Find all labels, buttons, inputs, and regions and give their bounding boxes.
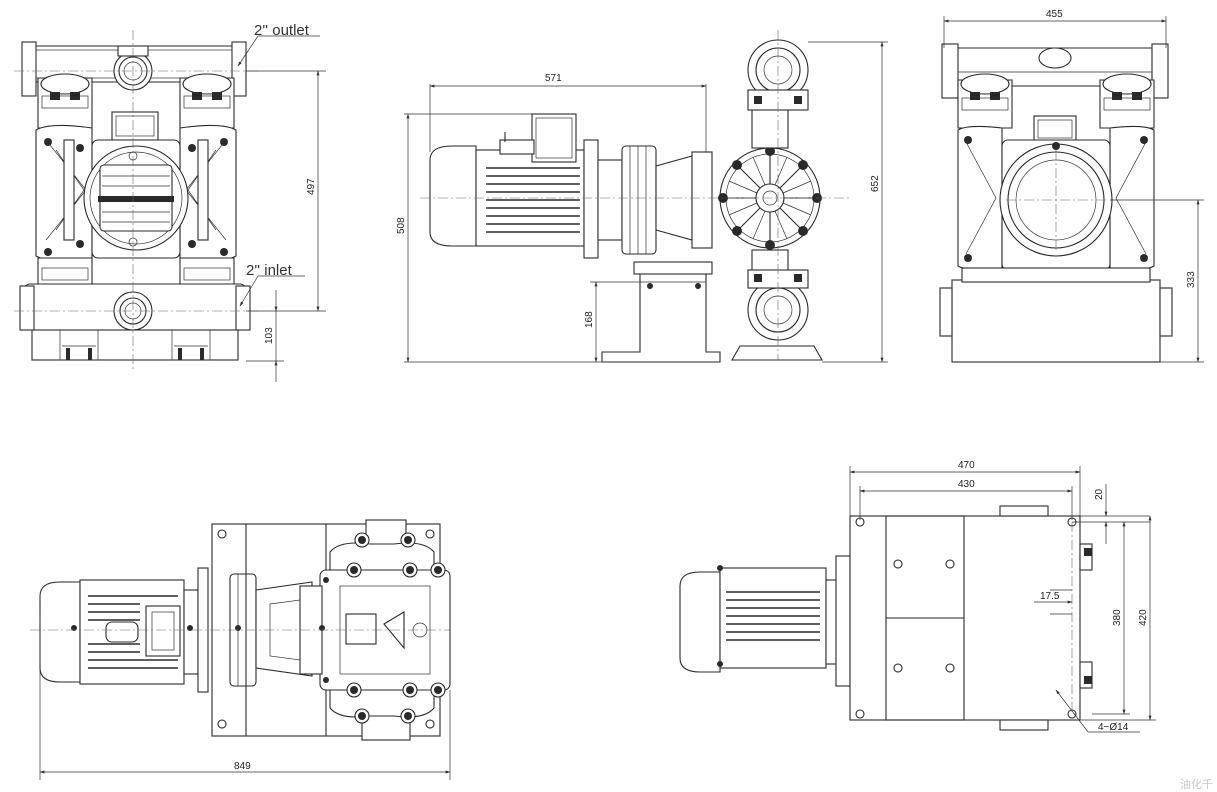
- side-view: [420, 30, 850, 363]
- dim-side-total-height: 652: [808, 41, 888, 363]
- dim-side-length: 571: [429, 73, 707, 152]
- dim-label-168: 168: [584, 311, 595, 328]
- dim-rear-height: 333: [1110, 199, 1204, 363]
- front-view: [14, 30, 258, 370]
- dim-front-inlet: 103: [246, 290, 284, 382]
- dim-label-20: 20: [1094, 488, 1105, 500]
- dim-label-103: 103: [264, 327, 275, 344]
- dim-label-420: 420: [1138, 609, 1149, 626]
- dim-label-652: 652: [870, 175, 881, 192]
- plan-view: [30, 519, 451, 741]
- dim-label-380: 380: [1112, 609, 1123, 626]
- inlet-callout: 2'' inlet: [239, 262, 305, 307]
- watermark: 油化千: [1180, 777, 1213, 791]
- dim-base-slot-offset: 17.5: [1034, 591, 1073, 604]
- dim-side-motor-height: 508: [396, 113, 602, 363]
- dim-label-17-5: 17.5: [1040, 591, 1060, 602]
- inlet-label: 2'' inlet: [246, 262, 293, 279]
- dim-label-571: 571: [545, 73, 562, 84]
- dim-rear-width: 455: [943, 9, 1167, 48]
- dim-base-edge-offset: 20: [1072, 484, 1150, 544]
- dim-base-hole-depth: 380: [1092, 521, 1130, 715]
- dim-base-holes-callout: 4−Ø14: [1055, 689, 1140, 733]
- dim-side-stand-height: 168: [584, 281, 640, 363]
- dim-label-497: 497: [306, 178, 317, 195]
- dim-label-470: 470: [958, 460, 975, 471]
- dim-label-455: 455: [1046, 9, 1063, 20]
- rear-view: [939, 43, 1173, 363]
- dim-label-849: 849: [234, 761, 251, 772]
- dim-front-height: 497: [246, 70, 326, 312]
- dim-base-hole-width: 430: [859, 479, 1073, 520]
- dim-plan-length: 849: [39, 612, 451, 780]
- dim-label-333: 333: [1186, 271, 1197, 288]
- dim-label-430: 430: [958, 479, 975, 490]
- base-plan-view: [679, 505, 1093, 731]
- outlet-callout: 2'' outlet: [237, 22, 320, 67]
- dim-base-outer-depth: 420: [1080, 515, 1156, 721]
- dim-label-holes: 4−Ø14: [1098, 722, 1129, 733]
- outlet-label: 2'' outlet: [254, 22, 310, 39]
- dim-base-outer-width: 470: [849, 460, 1081, 516]
- dim-label-508: 508: [396, 217, 407, 234]
